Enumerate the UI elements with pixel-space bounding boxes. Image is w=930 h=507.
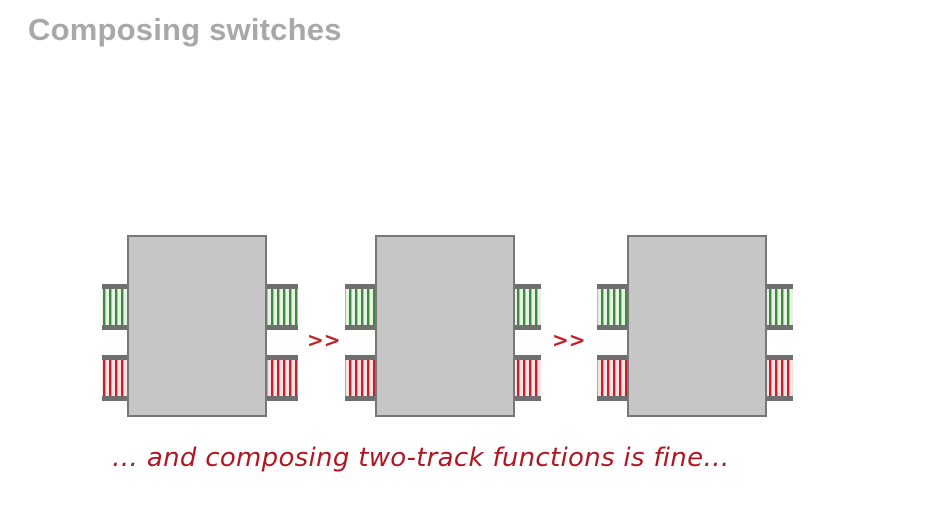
switch-1-success-track-out [266,284,298,330]
switch-3-success-track-out [766,284,793,330]
switch-2-failure-track-out [514,355,541,401]
switch-2-box [375,235,515,417]
switch-2 [345,235,541,417]
caption: … and composing two-track functions is f… [112,443,730,473]
switch-1-box [127,235,267,417]
switch-3 [597,235,793,417]
switch-1-failure-track-out [266,355,298,401]
switch-3-success-track-in [597,284,628,330]
switch-1-failure-track-in [102,355,129,401]
switch-2-failure-track-in [345,355,376,401]
switch-1-success-track-in [102,284,129,330]
switch-3-box [627,235,767,417]
switch-3-failure-track-in [597,355,628,401]
switch-2-success-track-in [345,284,376,330]
compose-operator-1: >> [307,328,341,352]
switch-1 [102,235,298,417]
switch-2-success-track-out [514,284,541,330]
slide-title: Composing switches [28,12,342,47]
compose-operator-2: >> [552,328,586,352]
switch-3-failure-track-out [766,355,793,401]
